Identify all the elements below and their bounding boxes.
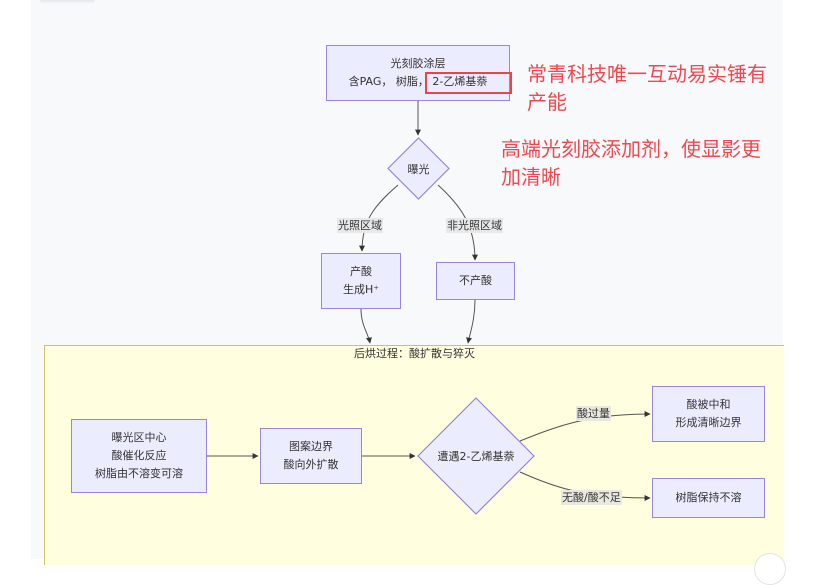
annotation-capacity: 常青科技唯一互动易实锤有 产能 (527, 60, 767, 116)
edge-label-no-acid: 无酸/酸不足 (561, 490, 622, 505)
node-resin-insoluble: 树脂保持不溶 (652, 478, 765, 518)
scroll-button[interactable] (754, 553, 786, 585)
node-acid-line2: 生成H⁺ (342, 283, 380, 296)
edge-acid-subgraph (360, 308, 372, 344)
node-photoresist-contents: 含PAG， 树脂， 2-乙烯基萘 (349, 73, 488, 91)
edges-layer (207, 101, 651, 501)
node-center-line1: 曝光区中心 (111, 431, 167, 444)
annotation-line1: 常青科技唯一互动易实锤有 (527, 62, 767, 86)
edge-label-lit: 光照区域 (337, 218, 383, 233)
node-pattern-boundary: 图案边界 酸向外扩散 (260, 428, 362, 484)
edge-label-unlit: 非光照区域 (446, 218, 503, 233)
diamond-shape (387, 137, 450, 200)
node-photoresist-components: 含PAG， 树脂， (348, 75, 429, 88)
edge-label-excess-acid: 酸过量 (576, 406, 611, 421)
node-neutralized-line2: 形成清晰边界 (675, 416, 742, 429)
node-no-acid-label: 不产酸 (459, 274, 492, 287)
node-center-line3: 树脂由不溶变可溶 (95, 467, 183, 480)
node-photoresist-title: 光刻胶涂层 (390, 57, 446, 70)
edge-noacid-subgraph (466, 299, 476, 344)
annotation-line4: 加清晰 (501, 165, 561, 189)
node-acid-neutralized: 酸被中和 形成清晰边界 (652, 386, 765, 442)
top-shadow (40, 0, 95, 4)
subgraph-title: 后烘过程：酸扩散与猝灭 (354, 347, 475, 360)
diamond-shape (417, 397, 535, 515)
node-exposure-center: 曝光区中心 酸催化反应 树脂由不溶变可溶 (71, 419, 207, 493)
node-no-acid: 不产酸 (436, 262, 515, 300)
decision-exposure-label: 曝光 (407, 162, 430, 176)
red-highlight-box (425, 72, 512, 94)
decision-meet-vinylnaphthalene: 遭遇2-乙烯基萘 (417, 397, 535, 515)
node-insoluble-label: 树脂保持不溶 (675, 491, 742, 504)
node-center-line2: 酸催化反应 (111, 449, 167, 462)
edge-exposure-noacid (437, 184, 478, 261)
node-acid-generation: 产酸 生成H⁺ (321, 253, 401, 309)
edge-exposure-acid (359, 184, 399, 252)
node-boundary-line2: 酸向外扩散 (283, 458, 339, 471)
node-acid-line1: 产酸 (350, 265, 372, 278)
decision-meet-label: 遭遇2-乙烯基萘 (437, 450, 515, 463)
node-neutralized-line1: 酸被中和 (686, 398, 731, 411)
edge-meet-neutralized (519, 411, 651, 442)
annotation-line3: 高端光刻胶添加剂，使显影更 (501, 137, 761, 161)
node-photoresist-highlighted: 2-乙烯基萘 (432, 75, 488, 88)
annotation-line2: 产能 (527, 90, 567, 114)
decision-exposure: 曝光 (387, 137, 450, 200)
annotation-function: 高端光刻胶添加剂，使显影更 加清晰 (501, 135, 761, 191)
node-boundary-line1: 图案边界 (289, 440, 333, 453)
